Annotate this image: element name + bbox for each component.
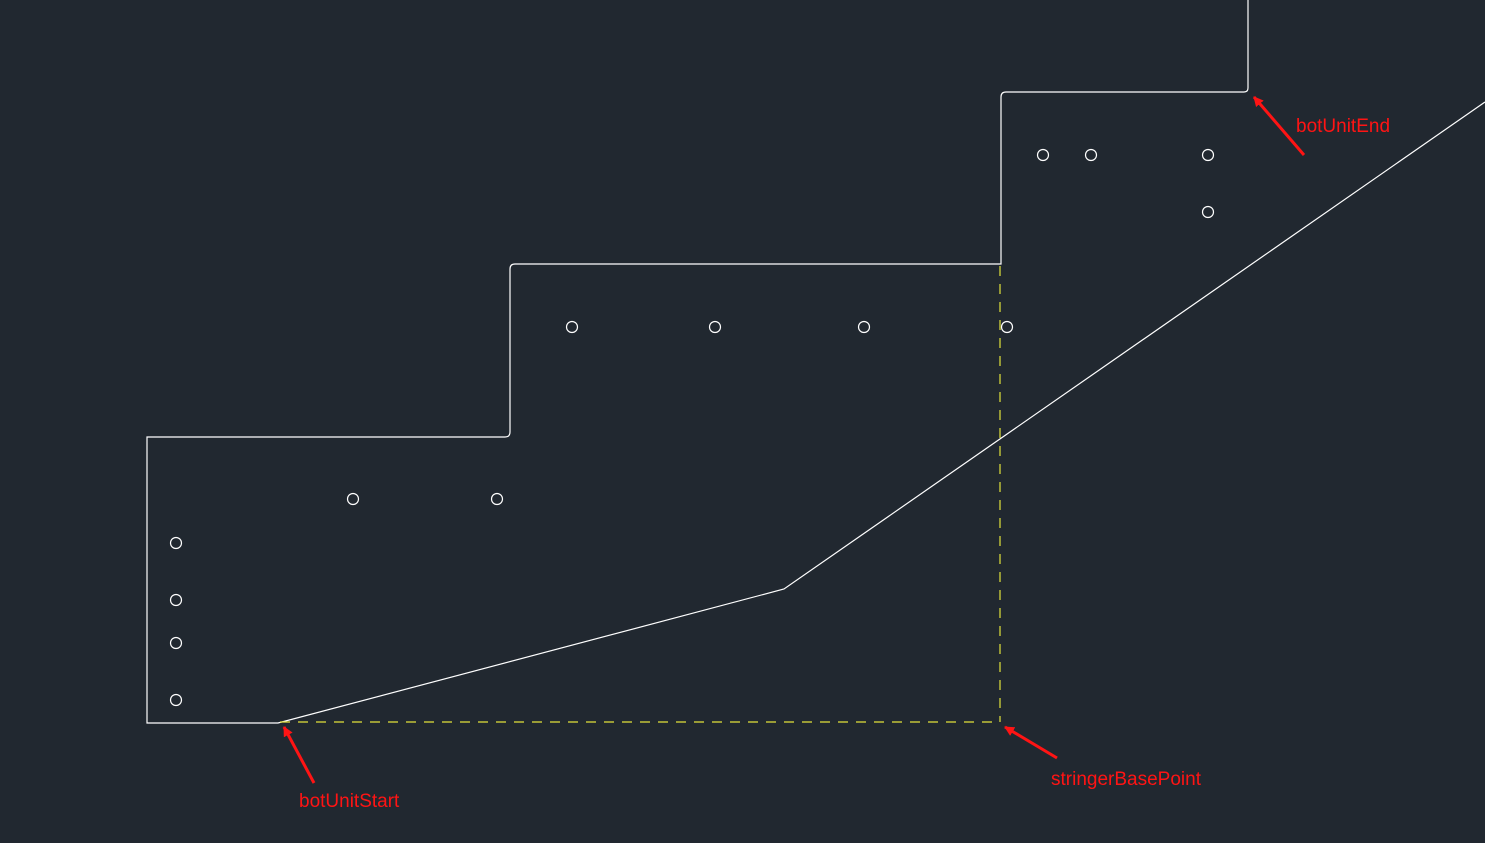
hole: [169, 593, 183, 607]
hole: [1201, 148, 1215, 162]
hole: [169, 536, 183, 550]
hole: [490, 492, 504, 506]
bot-unit-start-arrow: [282, 726, 316, 784]
bot-unit-end-arrow: [1252, 96, 1306, 156]
hole: [857, 320, 871, 334]
hole: [565, 320, 579, 334]
holes: [169, 148, 1215, 707]
stringer-base-point-arrow: [1004, 725, 1058, 760]
bot-unit-start-label: botUnitStart: [299, 791, 400, 812]
hole: [1201, 205, 1215, 219]
stringer-outline: [146, 0, 1485, 724]
stringer-base-point-label: stringerBasePoint: [1051, 769, 1202, 790]
hole: [169, 693, 183, 707]
hole: [1084, 148, 1098, 162]
hole: [1036, 148, 1050, 162]
hole: [1000, 320, 1014, 334]
hole: [346, 492, 360, 506]
hole: [708, 320, 722, 334]
bot-unit-end-label: botUnitEnd: [1296, 116, 1390, 137]
hole: [169, 636, 183, 650]
